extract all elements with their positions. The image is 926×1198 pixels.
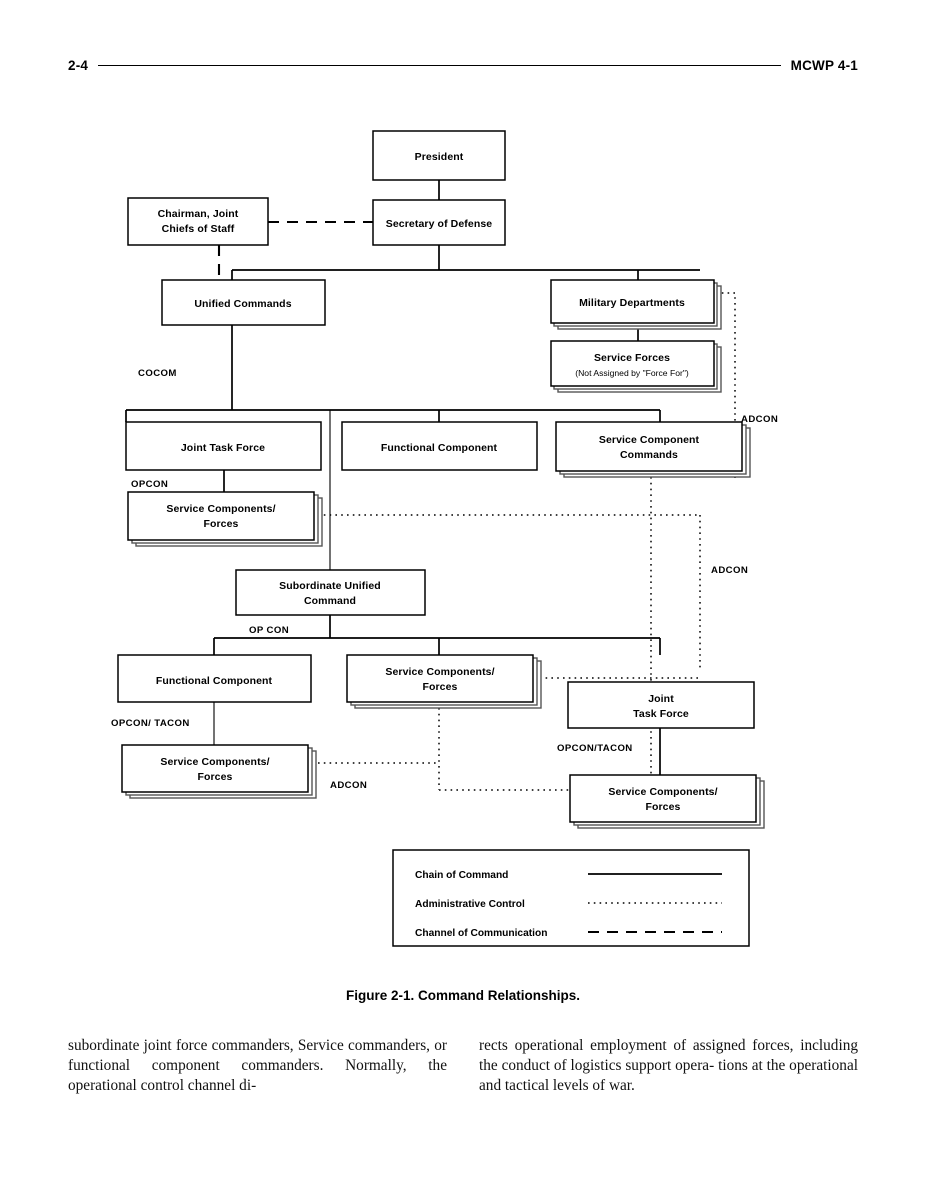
node-chairman-line2: Chiefs of Staff [162, 223, 235, 235]
node-scf-a-line1: Service Components/ [166, 503, 275, 515]
node-service-components-forces-d: Service Components/ Forces [569, 774, 765, 829]
figure-caption: Figure 2-1. Command Relationships. [345, 988, 581, 1003]
node-secretary-of-defense: Secretary of Defense [372, 199, 506, 246]
node-scf-d-line2: Forces [645, 801, 680, 813]
command-relationships-figure: President Secretary of Defense Chairman,… [0, 110, 926, 960]
label-cocom: COCOM [138, 368, 177, 379]
document-title: MCWP 4-1 [790, 57, 858, 73]
node-secretary-of-defense-label: Secretary of Defense [386, 218, 493, 230]
node-service-components-forces-c: Service Components/ Forces [121, 744, 317, 799]
node-chairman-line1: Chairman, Joint [158, 208, 239, 220]
label-opcon-upper: OPCON [131, 479, 168, 490]
node-scf-b-line1: Service Components/ [385, 666, 494, 678]
figure-legend: Chain of Command Administrative Control … [392, 849, 750, 947]
node-service-component-commands-line2: Commands [620, 449, 678, 461]
node-joint-task-force-upper-label: Joint Task Force [181, 442, 265, 454]
node-military-departments-label: Military Departments [579, 297, 685, 309]
label-adcon-upper: ADCON [741, 414, 778, 425]
page-header: 2-4 MCWP 4-1 [68, 52, 858, 78]
node-functional-component-upper-label: Functional Component [381, 442, 498, 454]
node-jtf-lower-line2: Task Force [633, 708, 689, 720]
node-president-label: President [415, 151, 464, 163]
label-opcon-subordinate: OP CON [249, 625, 289, 636]
node-subordinate-unified-command: Subordinate Unified Command [235, 569, 426, 616]
node-functional-component-lower-label: Functional Component [156, 675, 273, 687]
node-subordinate-unified-line1: Subordinate Unified [279, 580, 381, 592]
node-unified-commands: Unified Commands [161, 279, 326, 326]
node-military-departments: Military Departments [550, 279, 722, 330]
node-functional-component-upper: Functional Component [341, 421, 538, 471]
node-scf-a-line2: Forces [203, 518, 238, 530]
node-service-component-commands: Service Component Commands [555, 421, 751, 478]
node-service-forces-title: Service Forces [594, 352, 670, 364]
node-service-forces: Service Forces (Not Assigned by "Force F… [550, 340, 722, 393]
legend-chain-of-command-label: Chain of Command [415, 870, 508, 881]
node-president: President [372, 130, 506, 181]
legend-administrative-control-label: Administrative Control [415, 899, 525, 910]
node-service-component-commands-line1: Service Component [599, 434, 700, 446]
label-opcon-tacon-right: OPCON/TACON [557, 743, 633, 754]
node-service-components-forces-b: Service Components/ Forces [346, 654, 542, 709]
node-service-components-forces-a: Service Components/ Forces [127, 491, 323, 547]
label-adcon-lower: ADCON [330, 780, 367, 791]
node-functional-component-lower: Functional Component [117, 654, 312, 703]
label-opcon-tacon-left: OPCON/ TACON [111, 718, 190, 729]
legend-channel-of-communication-label: Channel of Communication [415, 928, 547, 939]
body-text: subordinate joint force commanders, Serv… [68, 1036, 858, 1097]
node-jtf-lower-line1: Joint [648, 693, 674, 705]
label-adcon-middle: ADCON [711, 565, 748, 576]
node-scf-d-line1: Service Components/ [608, 786, 717, 798]
node-joint-task-force-lower: Joint Task Force [567, 681, 755, 729]
node-chairman-joint-chiefs: Chairman, Joint Chiefs of Staff [127, 197, 269, 246]
node-subordinate-unified-line2: Command [304, 595, 356, 607]
body-column-left: subordinate joint force commanders, Serv… [68, 1037, 447, 1095]
node-service-forces-subtitle: (Not Assigned by "Force For") [575, 368, 689, 378]
node-scf-b-line2: Forces [422, 681, 457, 693]
header-rule [98, 64, 781, 66]
node-scf-c-line2: Forces [197, 771, 232, 783]
node-scf-c-line1: Service Components/ [160, 756, 269, 768]
node-unified-commands-label: Unified Commands [194, 298, 291, 310]
body-column-right: rects operational employment of assigned… [479, 1037, 858, 1095]
page-number: 2-4 [68, 57, 89, 73]
node-joint-task-force-upper: Joint Task Force [125, 421, 322, 471]
